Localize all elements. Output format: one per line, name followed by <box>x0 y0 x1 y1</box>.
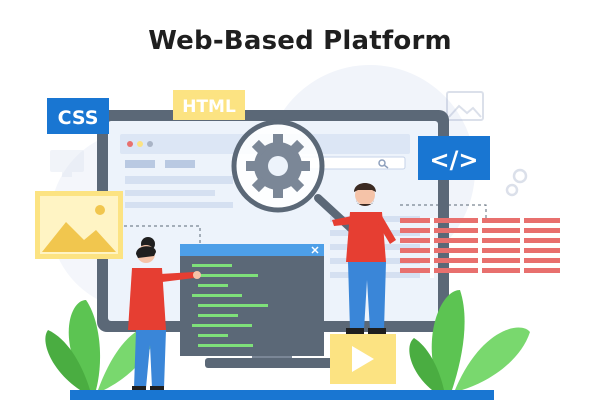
search-icon <box>378 159 389 169</box>
monitor-icon <box>50 150 84 177</box>
play-icon <box>352 346 374 372</box>
code-badge-label: </> <box>430 146 479 174</box>
plant-right <box>409 290 530 390</box>
code-lines-green <box>192 264 268 347</box>
html-badge-label: HTML <box>182 97 236 117</box>
image-icon <box>446 91 484 121</box>
person-man <box>332 183 396 334</box>
content-block <box>125 190 215 196</box>
monitor-base <box>205 358 339 368</box>
html-badge: HTML <box>173 90 245 120</box>
window-dot-red <box>127 141 133 147</box>
image-mountains <box>42 222 116 252</box>
code-lines-red <box>400 218 560 278</box>
dashed-connector <box>124 225 201 244</box>
code-editor-window <box>180 244 324 356</box>
window-dot-yellow <box>137 141 143 147</box>
gear-icon <box>246 134 310 198</box>
page-title: Web-Based Platform <box>148 26 452 56</box>
css-badge-label: CSS <box>58 107 99 129</box>
code-editor-titlebar <box>180 244 324 256</box>
site-nav-item <box>165 160 195 168</box>
image-sun <box>95 205 105 215</box>
content-block <box>125 202 233 208</box>
dashed-connector <box>400 204 487 218</box>
floor <box>70 390 494 400</box>
small-gears-icon <box>505 168 528 197</box>
close-icon <box>311 246 319 254</box>
site-nav-item <box>125 160 155 168</box>
window-dot-gray <box>147 141 153 147</box>
code-icon: </> <box>418 136 490 180</box>
content-block <box>125 176 233 184</box>
person-woman <box>128 237 201 390</box>
css-badge: CSS <box>47 98 109 134</box>
